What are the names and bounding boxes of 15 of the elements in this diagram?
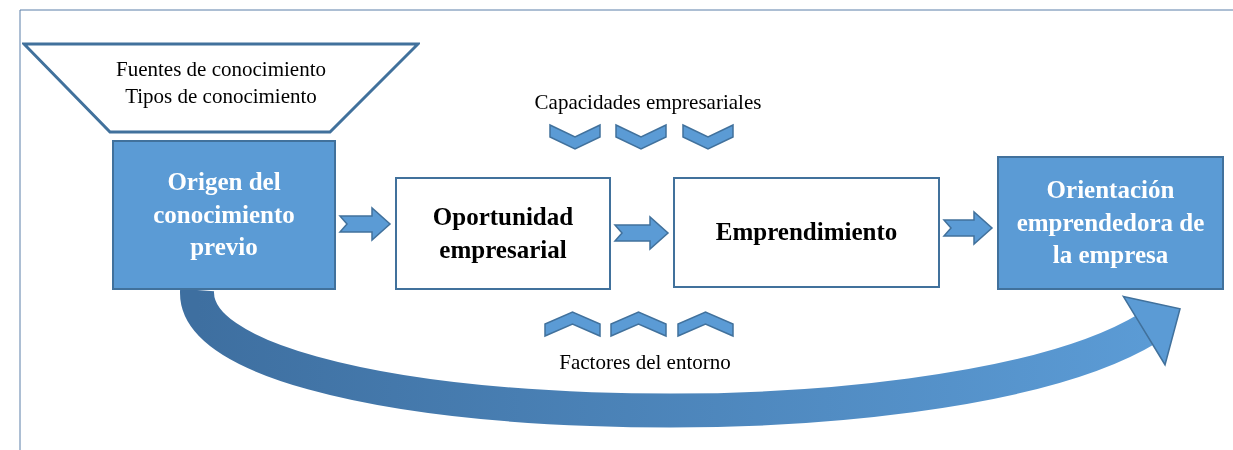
block-arrow [942,210,994,246]
funnel-text: Fuentes de conocimiento [116,55,326,83]
process-box [395,177,611,290]
box-title: Orientación emprendedora de la empresa [1015,175,1206,271]
process-box [997,156,1224,290]
process-box [673,177,940,288]
factor-label: Capacidades empresariales [534,90,762,115]
funnel-text: Tipos de conocimiento [125,83,317,110]
box-title: Oportunidad empresarial [431,202,575,265]
block-arrow [338,206,392,242]
process-box [112,140,336,290]
block-arrow [613,215,670,251]
box-title: Emprendimiento [714,217,899,248]
box-title: Origen del conocimiento previo [152,167,296,263]
factor-label: Factores del entorno [559,350,731,375]
